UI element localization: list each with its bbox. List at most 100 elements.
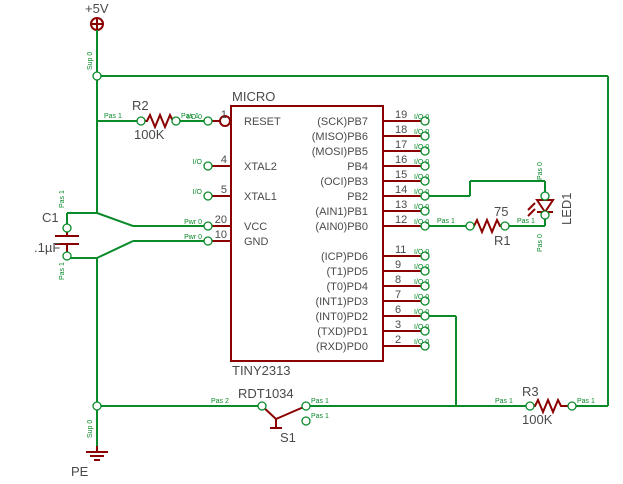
pin-circle bbox=[420, 311, 430, 321]
pin-name: (MOSI)PB5 bbox=[312, 146, 368, 158]
pin-circle bbox=[257, 401, 267, 411]
led1-anode-label: Pas 0 bbox=[537, 162, 544, 180]
s1-pin-a-label: Pas 2 bbox=[211, 398, 229, 405]
pin-type-label: I/O bbox=[193, 189, 203, 196]
pin-type-label: I/O 0 bbox=[414, 279, 429, 286]
pin-number: 7 bbox=[395, 289, 401, 301]
ground-symbol: PE Sup 0 bbox=[71, 420, 108, 479]
r1-name: R1 bbox=[494, 233, 511, 248]
r1-pin1-label: Pas 1 bbox=[437, 218, 455, 225]
pin-name: (SCK)PB7 bbox=[317, 116, 368, 128]
resistor-r3[interactable]: R3 100K Pas 1 Pas 1 bbox=[495, 384, 595, 427]
pin-type-label: I/O 0 bbox=[414, 144, 429, 151]
pin-circle bbox=[136, 116, 146, 126]
pin-circle bbox=[420, 191, 430, 201]
pin-type-label: I/O 0 bbox=[187, 114, 202, 121]
pin-circle bbox=[420, 281, 430, 291]
pin-type-label: I/O 0 bbox=[414, 174, 429, 181]
r3-name: R3 bbox=[522, 384, 539, 399]
resistor-r1[interactable]: 75 R1 Pas 1 Pas 1 bbox=[437, 204, 535, 248]
pin-type-label: Pwr 0 bbox=[184, 219, 202, 226]
pin-circle bbox=[301, 416, 311, 426]
r2-name: R2 bbox=[132, 98, 149, 113]
pin-number: 5 bbox=[221, 184, 227, 196]
r3-pin1-label: Pas 1 bbox=[495, 398, 513, 405]
pin-number: 4 bbox=[221, 154, 227, 166]
pin-circle bbox=[92, 71, 102, 81]
pin-type-label: I/O bbox=[193, 159, 203, 166]
r2-pin1-label: Pas 1 bbox=[104, 113, 122, 120]
c1-name: C1 bbox=[42, 210, 59, 225]
connection-points bbox=[62, 71, 577, 426]
pin-circle bbox=[420, 206, 430, 216]
pin-number: 10 bbox=[215, 229, 227, 241]
supply-label: +5V bbox=[85, 1, 109, 16]
r3-pin2-label: Pas 1 bbox=[577, 398, 595, 405]
c1-pin2-label: Pas 1 bbox=[59, 262, 66, 280]
resistor-r2[interactable]: R2 100K Pas 1 Pas 1 bbox=[104, 98, 199, 142]
switch-s1[interactable]: RDT1034 S1 Pas 2 Pas 1 Pas 1 bbox=[211, 386, 329, 445]
pin-type-label: I/O 0 bbox=[414, 159, 429, 166]
supply-pin-label: Sup 0 bbox=[87, 52, 94, 70]
s1-pin-c-label: Pas 1 bbox=[311, 413, 329, 420]
r2-value: 100K bbox=[134, 127, 165, 142]
pin-circle bbox=[500, 221, 510, 231]
micro-pin-mosipb5[interactable]: 17 (MOSI)PB5 I/O 0 bbox=[312, 139, 430, 158]
pin-type-label: I/O 0 bbox=[414, 264, 429, 271]
pin-circle bbox=[62, 251, 72, 261]
pin-circle bbox=[203, 161, 213, 171]
pin-circle bbox=[567, 401, 577, 411]
pin-circle bbox=[62, 223, 72, 233]
pin-type-label: I/O 0 bbox=[414, 249, 429, 256]
pin-name: (AIN0)PB0 bbox=[315, 221, 368, 233]
pin-type-label: I/O 0 bbox=[414, 324, 429, 331]
led1-name: LED1 bbox=[559, 192, 574, 225]
pin-number: 3 bbox=[395, 319, 401, 331]
ground-pin-label: Sup 0 bbox=[87, 420, 94, 438]
s1-part: RDT1034 bbox=[238, 386, 294, 401]
pin-circle bbox=[420, 161, 430, 171]
capacitor-c1[interactable]: C1 .1µF Pas 1 Pas 1 bbox=[34, 190, 79, 280]
wires bbox=[66, 30, 609, 446]
r1-pin2-label: Pas 1 bbox=[517, 218, 535, 225]
pin-circle bbox=[420, 251, 430, 261]
r1-value: 75 bbox=[494, 204, 508, 219]
pin-circle bbox=[171, 116, 181, 126]
pin-circle bbox=[420, 176, 430, 186]
pin-circle bbox=[420, 146, 430, 156]
pin-number: 8 bbox=[395, 274, 401, 286]
pin-name: (RXD)PD0 bbox=[316, 341, 368, 353]
pin-name: (OCI)PB3 bbox=[320, 176, 368, 188]
pin-name: XTAL2 bbox=[244, 161, 277, 173]
pin-name: XTAL1 bbox=[244, 191, 277, 203]
pin-circle bbox=[540, 210, 550, 220]
led-led1[interactable]: LED1 Pas 0 Pas 0 bbox=[527, 162, 574, 252]
pin-number: 20 bbox=[215, 214, 227, 226]
pin-circle bbox=[525, 401, 535, 411]
pin-name: (T1)PD5 bbox=[326, 266, 368, 278]
pin-number: 17 bbox=[395, 139, 407, 151]
